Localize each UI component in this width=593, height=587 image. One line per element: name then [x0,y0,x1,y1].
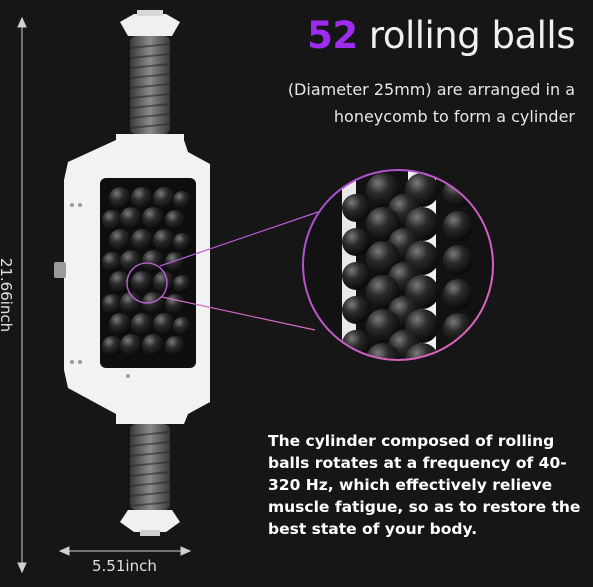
top-end-cap [120,10,180,36]
height-dimension-arrow [17,16,27,574]
ball-cylinder-icon [102,187,191,356]
height-dimension-label: 21.66inch [0,257,15,333]
description-text: The cylinder composed of rolling balls r… [268,432,581,538]
headline-text: rolling balls [357,14,576,57]
headline-number: 52 [307,14,358,57]
magnifier-connector [126,211,319,331]
bottom-grip [129,424,171,510]
headline: 52 rolling balls [307,14,575,57]
bottom-end-cap [120,510,180,536]
top-grip [129,36,171,134]
subtitle: (Diameter 25mm) are arranged in a honeyc… [287,80,575,126]
width-dimension-arrow [58,546,192,556]
width-dimension-label: 5.51inch [92,557,157,575]
magnifier-circle-icon [302,169,494,361]
